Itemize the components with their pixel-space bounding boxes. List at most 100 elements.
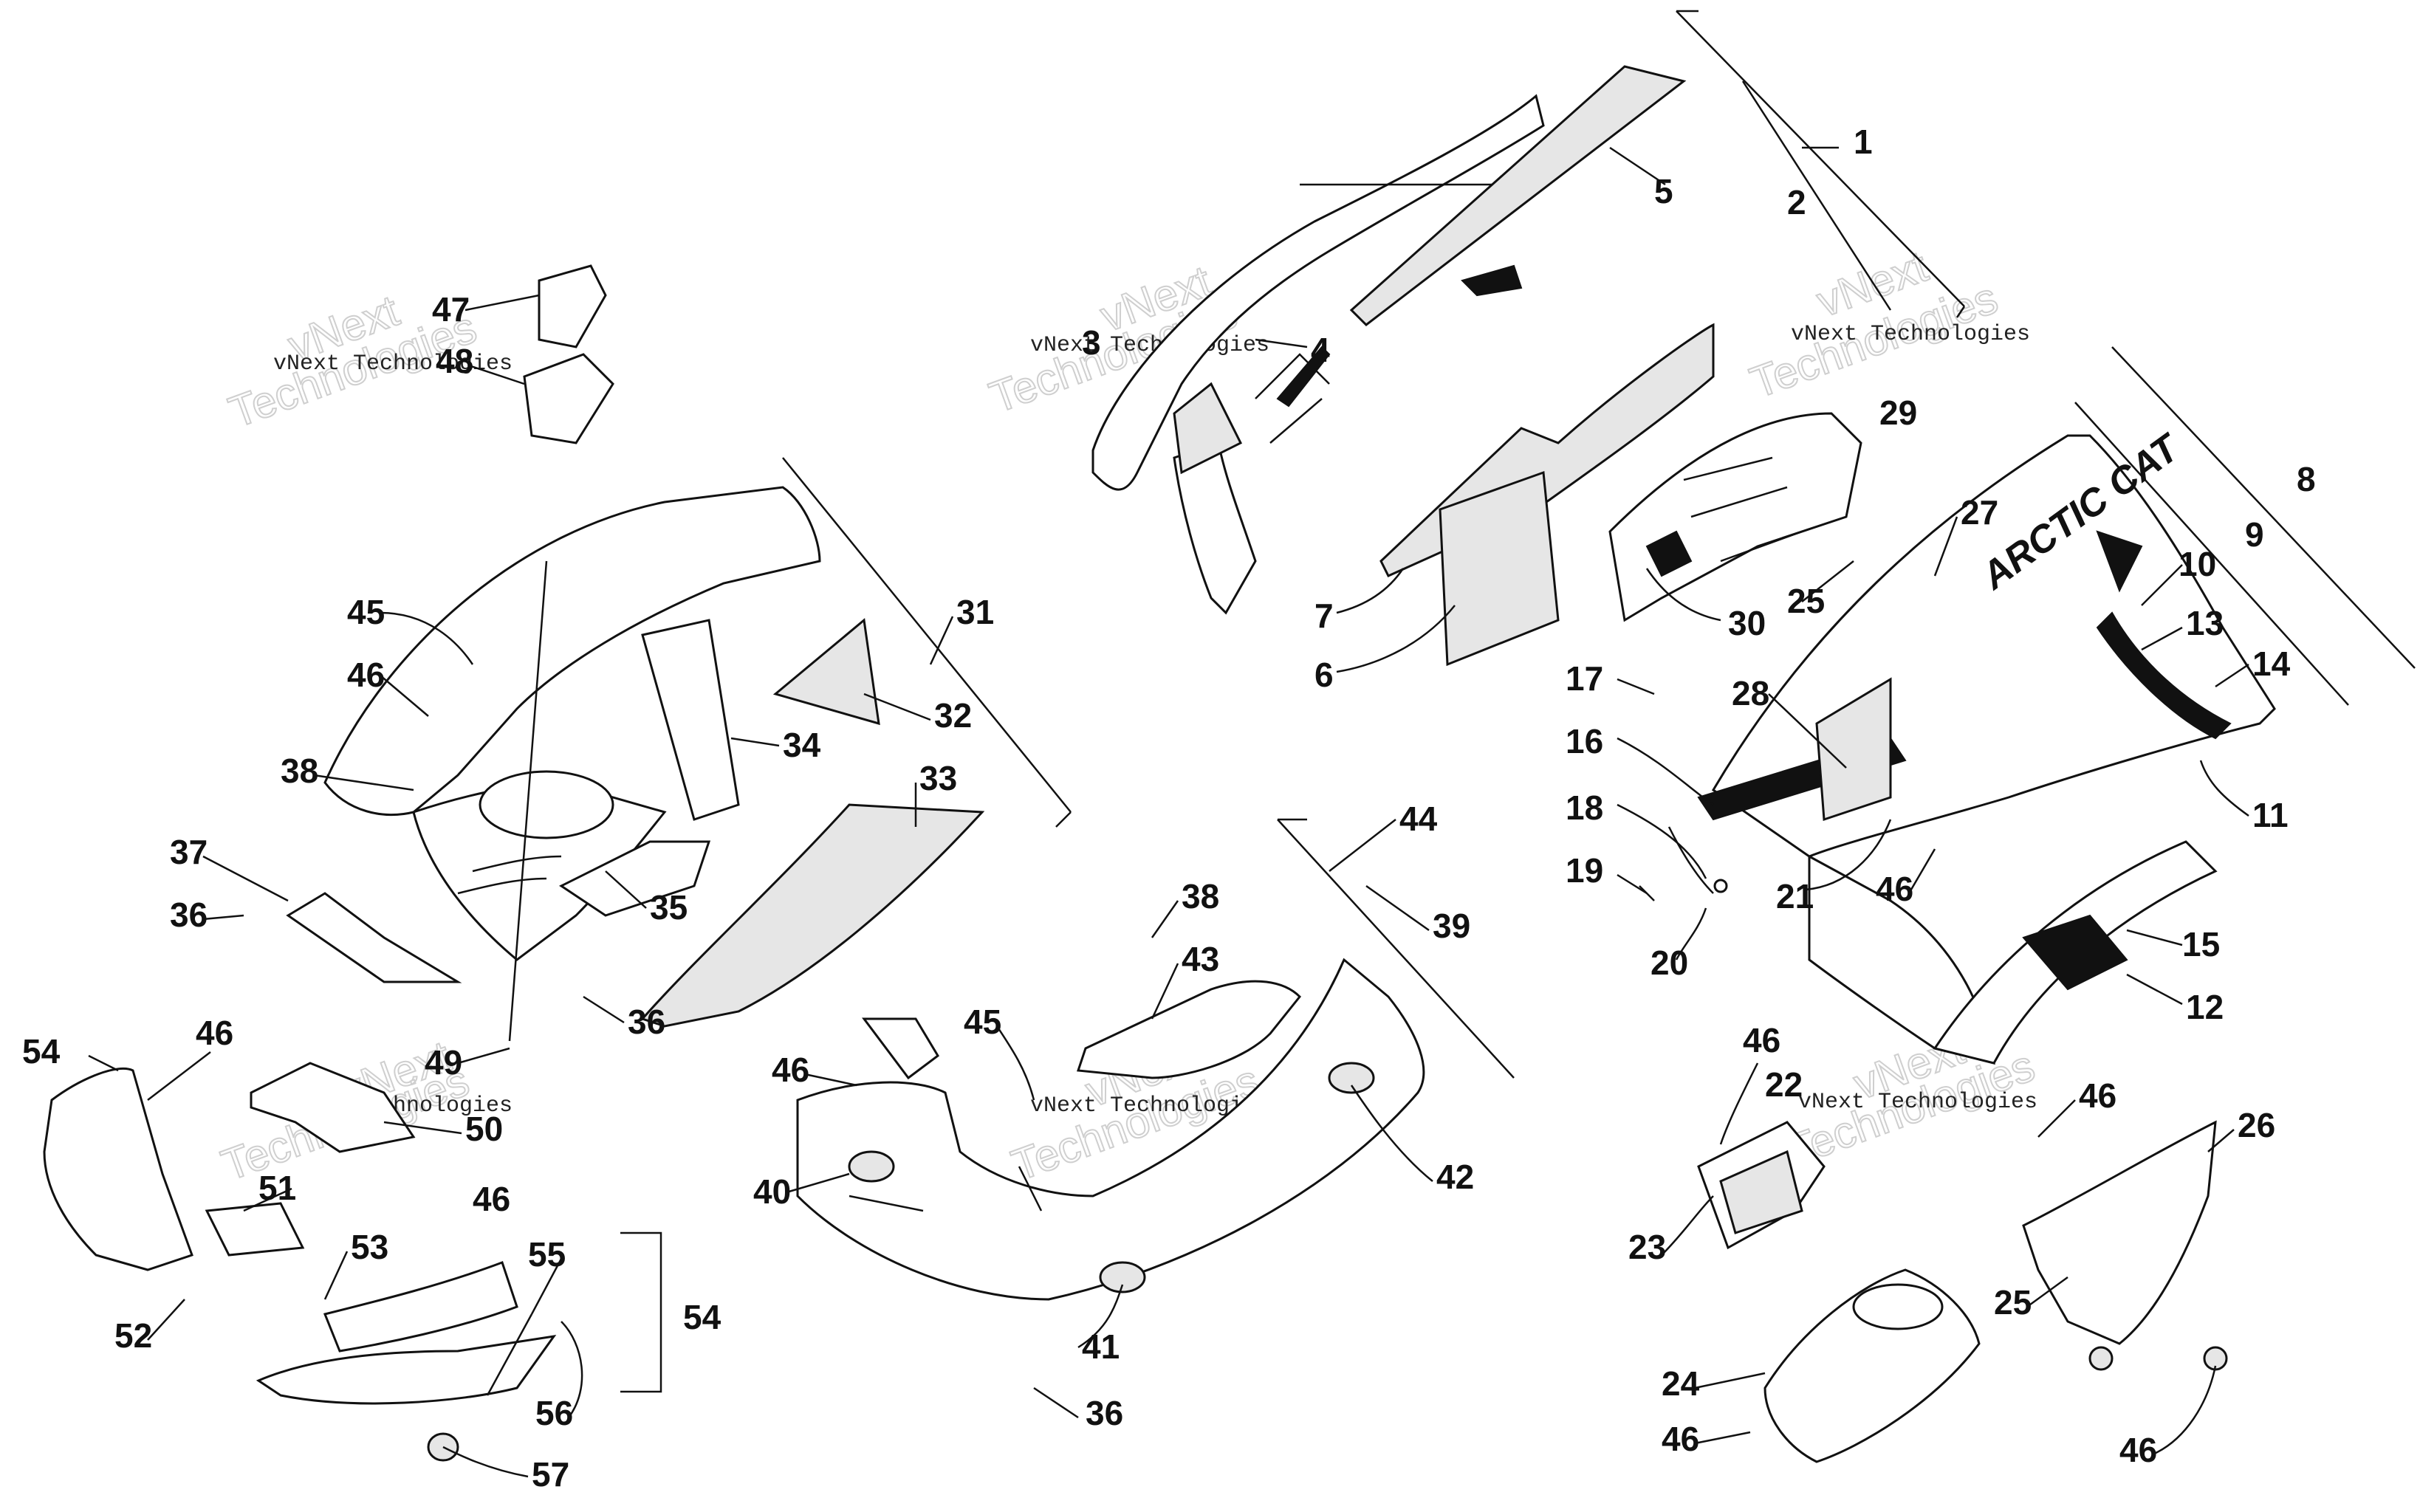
callout-11: 11 <box>2252 796 2289 834</box>
callout-36b: 36 <box>628 1003 665 1041</box>
callout-21: 21 <box>1776 877 1814 915</box>
callout-47: 47 <box>432 290 470 329</box>
callout-42: 42 <box>1436 1158 1474 1196</box>
foam-33 <box>640 803 985 1028</box>
callout-39: 39 <box>1433 907 1470 945</box>
callout-52: 52 <box>114 1316 152 1355</box>
svg-text:vNext Technologies: vNext Technologies <box>273 351 513 377</box>
foam-32 <box>772 618 880 726</box>
bracket-8-9 <box>2074 346 2416 706</box>
callout-38b: 38 <box>1182 877 1219 915</box>
foam-strip-5 <box>1349 65 1687 326</box>
svg-text:vNext Technologies: vNext Technologies <box>1798 1090 2037 1115</box>
side-cover-26 <box>2022 1120 2228 1371</box>
callout-43: 43 <box>1182 940 1219 978</box>
callout-1: 1 <box>1854 123 1873 161</box>
callout-16: 16 <box>1566 722 1603 760</box>
callout-46d: 46 <box>772 1051 809 1089</box>
callout-46a: 46 <box>347 656 385 694</box>
svg-text:vNext Technologies: vNext Technologies <box>1030 333 1269 358</box>
inner-cover-29 <box>1608 412 1862 622</box>
callout-46c: 46 <box>473 1180 510 1218</box>
callout-40: 40 <box>753 1172 791 1211</box>
callout-31: 31 <box>956 593 994 631</box>
bracket-50 <box>250 1062 416 1153</box>
watermark-3: vNext Technologies vNext Technologies <box>1744 241 2031 409</box>
gaskets-47-48 <box>508 264 614 1042</box>
callout-5: 5 <box>1654 172 1673 210</box>
callout-44: 44 <box>1399 800 1438 838</box>
callout-9: 9 <box>2245 515 2264 554</box>
nose-pan-assembly <box>323 486 821 961</box>
callout-54b: 54 <box>683 1298 721 1336</box>
callout-55: 55 <box>528 1235 566 1274</box>
callout-25b: 25 <box>1994 1283 2032 1322</box>
mesh-vent-28 <box>1815 677 1892 822</box>
wiring-18-20 <box>1639 826 1728 901</box>
foam-pad-3 <box>1173 382 1243 475</box>
callout-4: 4 <box>1311 331 1330 369</box>
callout-36a: 36 <box>170 896 208 934</box>
callout-27: 27 <box>1961 493 1998 532</box>
foam-block-6 <box>1439 470 1560 667</box>
callout-50: 50 <box>465 1110 503 1148</box>
callout-37: 37 <box>170 833 208 871</box>
callout-36c: 36 <box>1086 1394 1123 1432</box>
callout-49: 49 <box>425 1043 462 1082</box>
callout-45b: 45 <box>964 1003 1001 1041</box>
callout-23: 23 <box>1628 1228 1666 1266</box>
hood-assembly <box>1091 94 1545 615</box>
belly-pan-39 <box>796 958 1425 1301</box>
callout-8: 8 <box>2297 460 2316 498</box>
callout-26: 26 <box>2238 1106 2275 1144</box>
callout-18: 18 <box>1566 788 1603 827</box>
callout-33: 33 <box>919 759 957 797</box>
callout-46f: 46 <box>1743 1021 1780 1059</box>
callout-22: 22 <box>1765 1065 1803 1104</box>
side-cover-54 <box>43 1067 193 1271</box>
callout-45a: 45 <box>347 593 385 631</box>
callout-34: 34 <box>783 726 821 764</box>
lower-left-shield-37 <box>286 892 462 983</box>
callout-6: 6 <box>1314 656 1334 694</box>
module-box <box>205 1202 305 1257</box>
callout-35: 35 <box>650 888 688 927</box>
callout-41: 41 <box>1082 1327 1120 1366</box>
callout-14: 14 <box>2252 645 2291 683</box>
bracket-31 <box>782 457 1072 828</box>
callout-28: 28 <box>1732 674 1769 712</box>
callout-17: 17 <box>1566 659 1603 698</box>
callout-46i: 46 <box>2119 1431 2157 1469</box>
bracket-54 <box>620 1231 662 1393</box>
callout-3: 3 <box>1082 323 1101 362</box>
callout-29: 29 <box>1879 394 1917 432</box>
callout-15: 15 <box>2182 925 2220 963</box>
callout-54a: 54 <box>22 1032 61 1071</box>
callout-12: 12 <box>2186 988 2224 1026</box>
callout-38a: 38 <box>281 752 318 790</box>
callout-57: 57 <box>532 1455 569 1494</box>
callout-30: 30 <box>1728 604 1766 642</box>
callout-46g: 46 <box>2079 1076 2116 1115</box>
callout-10: 10 <box>2179 545 2216 583</box>
callout-7: 7 <box>1314 597 1334 635</box>
callout-56: 56 <box>535 1394 573 1432</box>
callout-13: 13 <box>2186 604 2224 642</box>
lower-cover-53-57 <box>256 1261 557 1462</box>
callout-labels: 1 2 3 4 5 6 7 8 9 10 11 12 13 14 15 16 1… <box>22 123 2316 1494</box>
svg-text:vNext Technologies: vNext Technologies <box>1791 322 2030 347</box>
callout-24: 24 <box>1662 1364 1700 1403</box>
callout-46h: 46 <box>1662 1420 1699 1458</box>
leader-lines <box>88 146 2249 1478</box>
intake-assembly <box>1697 1121 1981 1463</box>
callout-48: 48 <box>436 342 473 380</box>
bracket-39 <box>1277 818 1515 1079</box>
callout-46b: 46 <box>196 1014 233 1052</box>
bracket-1-2 <box>1676 10 1966 318</box>
callout-53: 53 <box>351 1228 388 1266</box>
callout-19: 19 <box>1566 851 1603 890</box>
callout-32: 32 <box>934 696 972 735</box>
callout-46e: 46 <box>1876 870 1913 908</box>
callout-2: 2 <box>1787 183 1806 221</box>
